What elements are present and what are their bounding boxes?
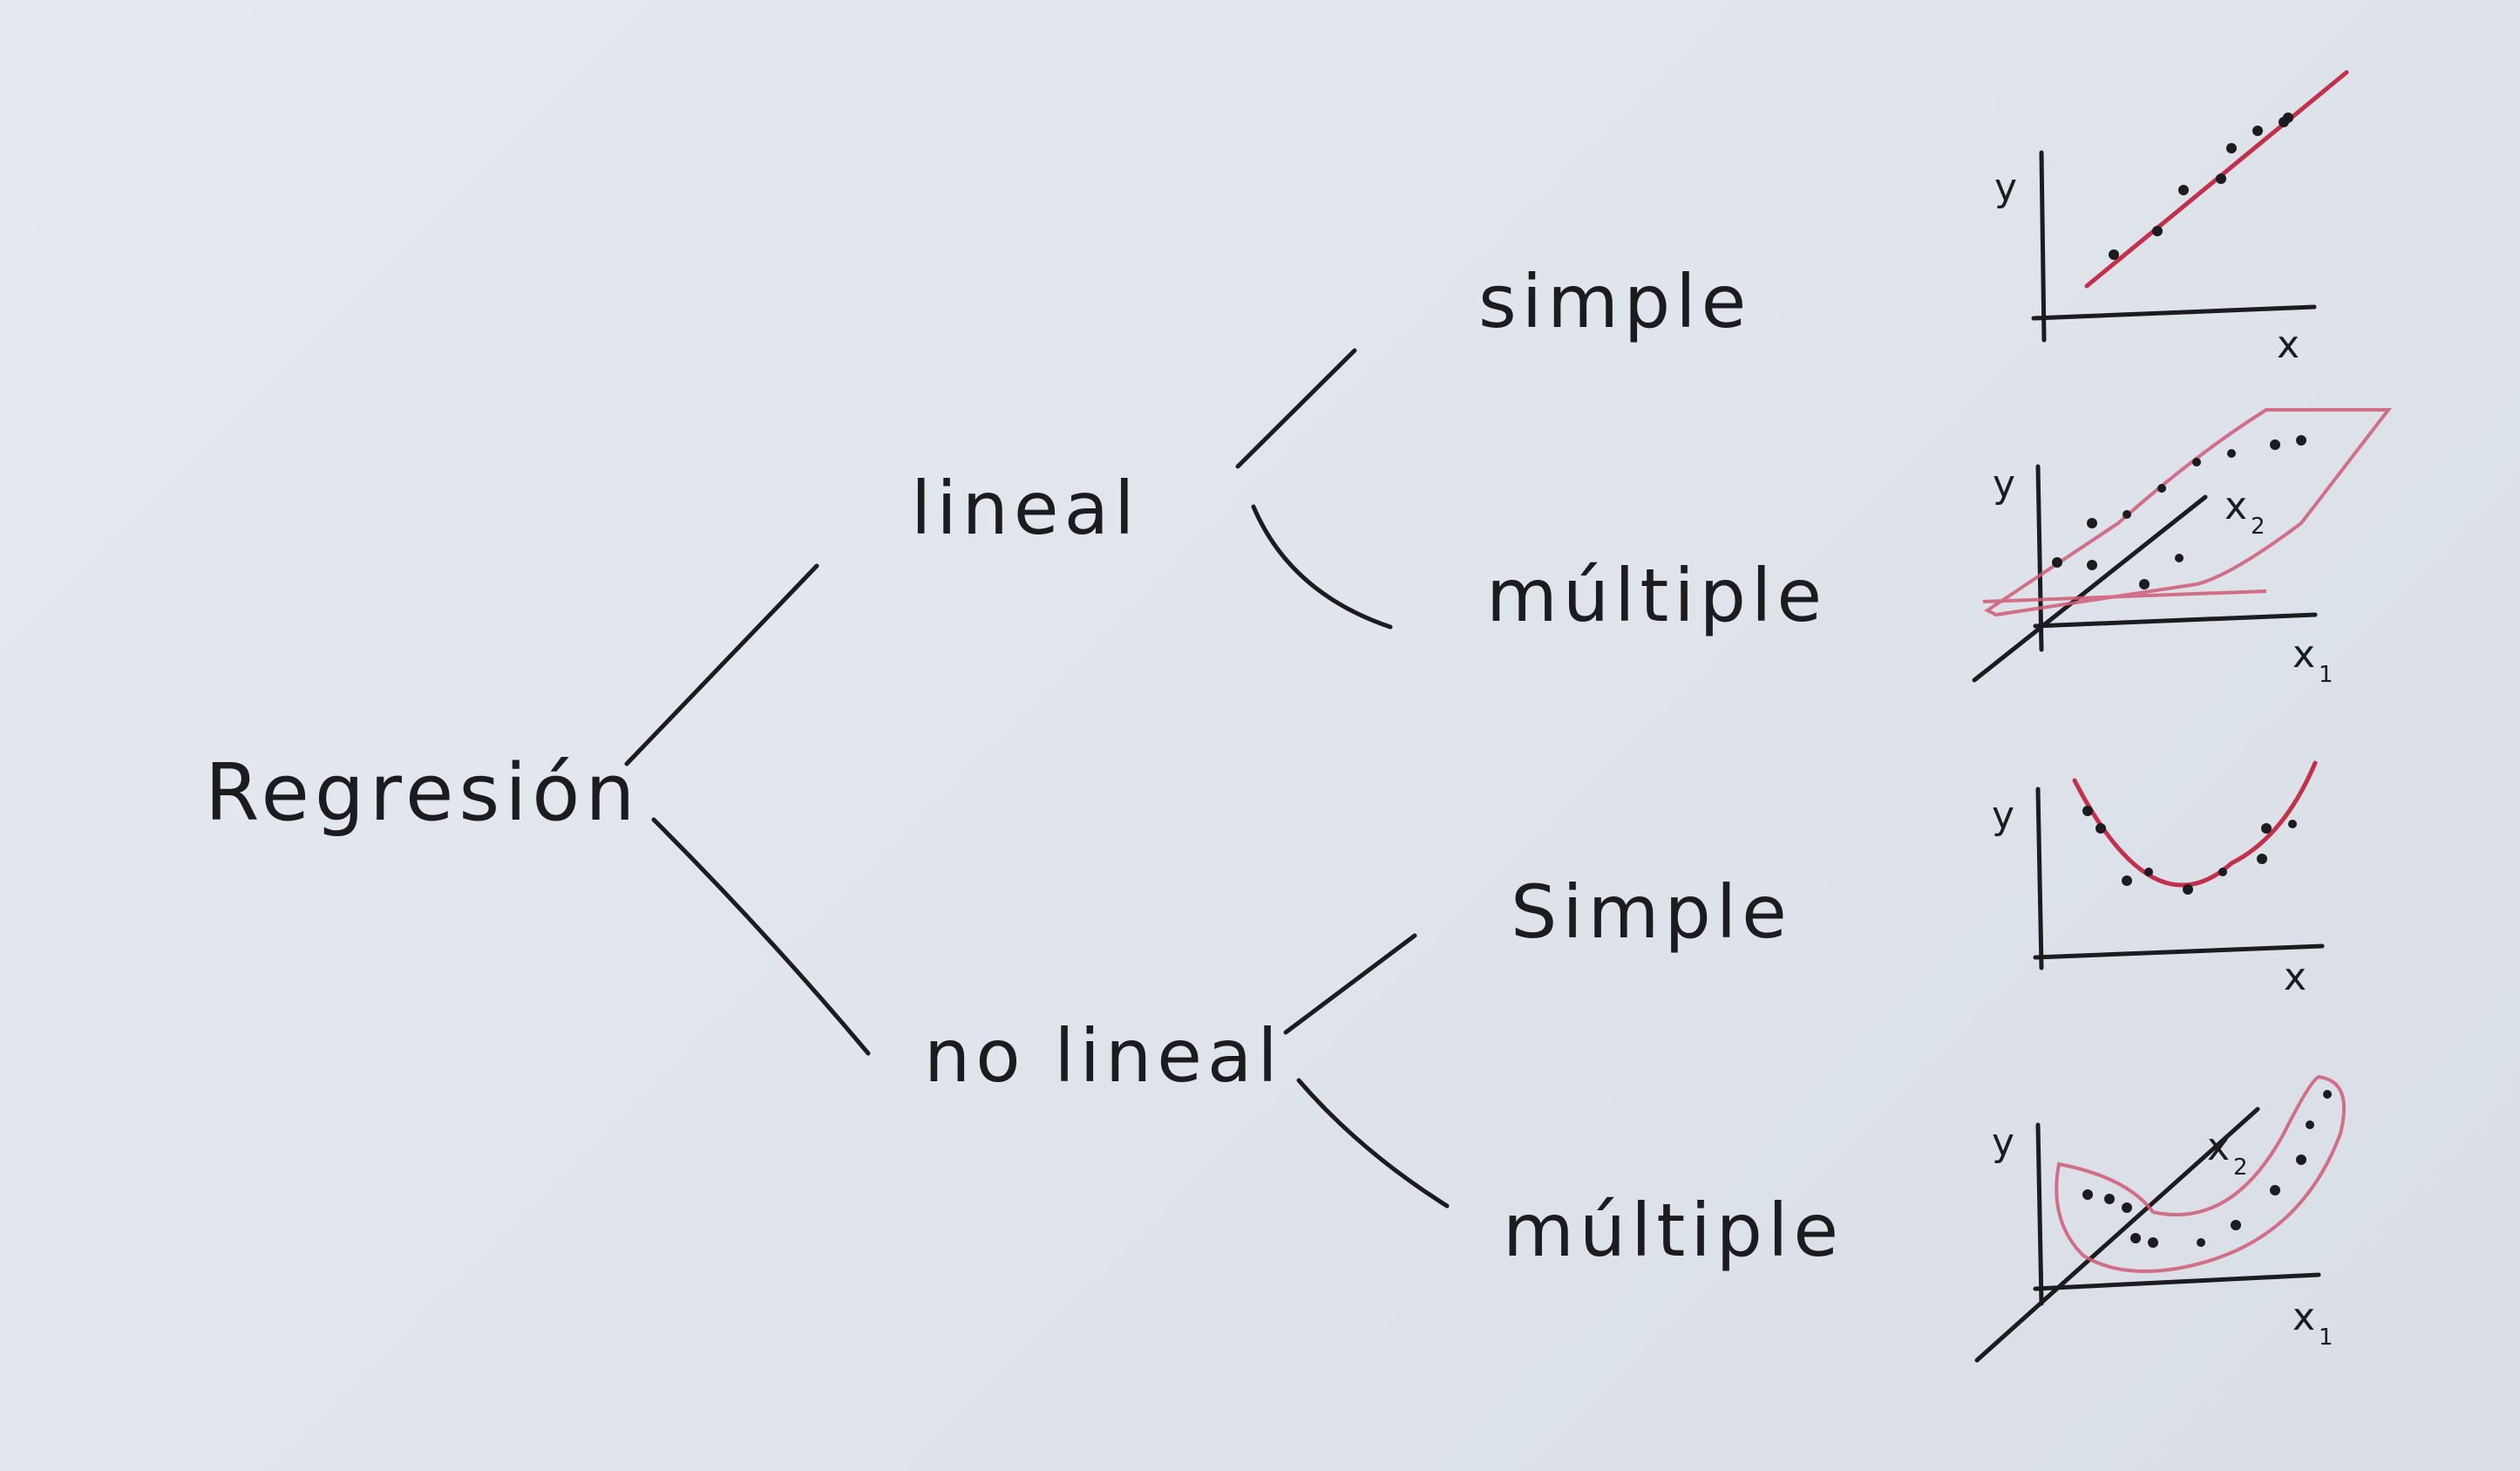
edge-lineal-simple — [1235, 348, 1357, 469]
root-node-regresion: Regresión — [205, 747, 640, 839]
leaf-lineal-simple: simple — [1478, 259, 1751, 344]
axes — [1972, 464, 2318, 683]
y-axis-label: y — [1993, 462, 2015, 507]
leaf-nolineal-multiple: múltiple — [1503, 1188, 1844, 1273]
x1-axis-label: x — [2292, 1295, 2315, 1339]
leaf-nolineal-simple: Simple — [1511, 869, 1792, 955]
axis-subscript: 2 — [2251, 514, 2265, 540]
edge-root-lineal — [624, 563, 819, 766]
axis-subscript: 2 — [2233, 1154, 2248, 1181]
y-axis-label: y — [1992, 1120, 2014, 1165]
axes — [2031, 150, 2317, 343]
node-no-lineal: no lineal — [924, 1013, 1283, 1099]
data-points — [2109, 112, 2293, 260]
data-points — [2052, 435, 2306, 589]
regression-surface — [2055, 1074, 2347, 1273]
leaf-lineal-multiple: múltiple — [1486, 553, 1827, 638]
plot-linear-multiple: y x 1 x 2 — [1972, 408, 2393, 688]
node-lineal: lineal — [911, 466, 1139, 551]
y-axis-label: y — [1992, 793, 2014, 838]
x2-axis-label: x — [2225, 484, 2247, 528]
regression-curve — [2072, 760, 2318, 888]
axes — [2033, 787, 2325, 970]
axes — [1974, 1107, 2321, 1363]
data-points — [2082, 1090, 2332, 1248]
plot-linear-simple: y x — [1994, 70, 2349, 367]
plot-nonlinear-multiple: y x 1 x 2 — [1974, 1074, 2347, 1363]
plot-nonlinear-simple: y x — [1992, 760, 2325, 999]
data-points — [2082, 806, 2297, 895]
edge-root-nolineal — [651, 817, 871, 1056]
edge-nolineal-multiple — [1296, 1078, 1450, 1209]
edge-lineal-multiple — [1251, 504, 1393, 630]
axis-subscript: 1 — [2319, 662, 2333, 688]
axis-subscript: 1 — [2319, 1325, 2333, 1351]
y-axis-label: y — [1994, 166, 2017, 210]
x1-axis-label: x — [2292, 632, 2315, 677]
x-axis-label: x — [2277, 323, 2299, 367]
edge-nolineal-simple — [1283, 933, 1417, 1035]
tree-connectors — [624, 348, 1450, 1209]
x2-axis-label: x — [2207, 1125, 2230, 1169]
x-axis-label: x — [2284, 955, 2306, 999]
